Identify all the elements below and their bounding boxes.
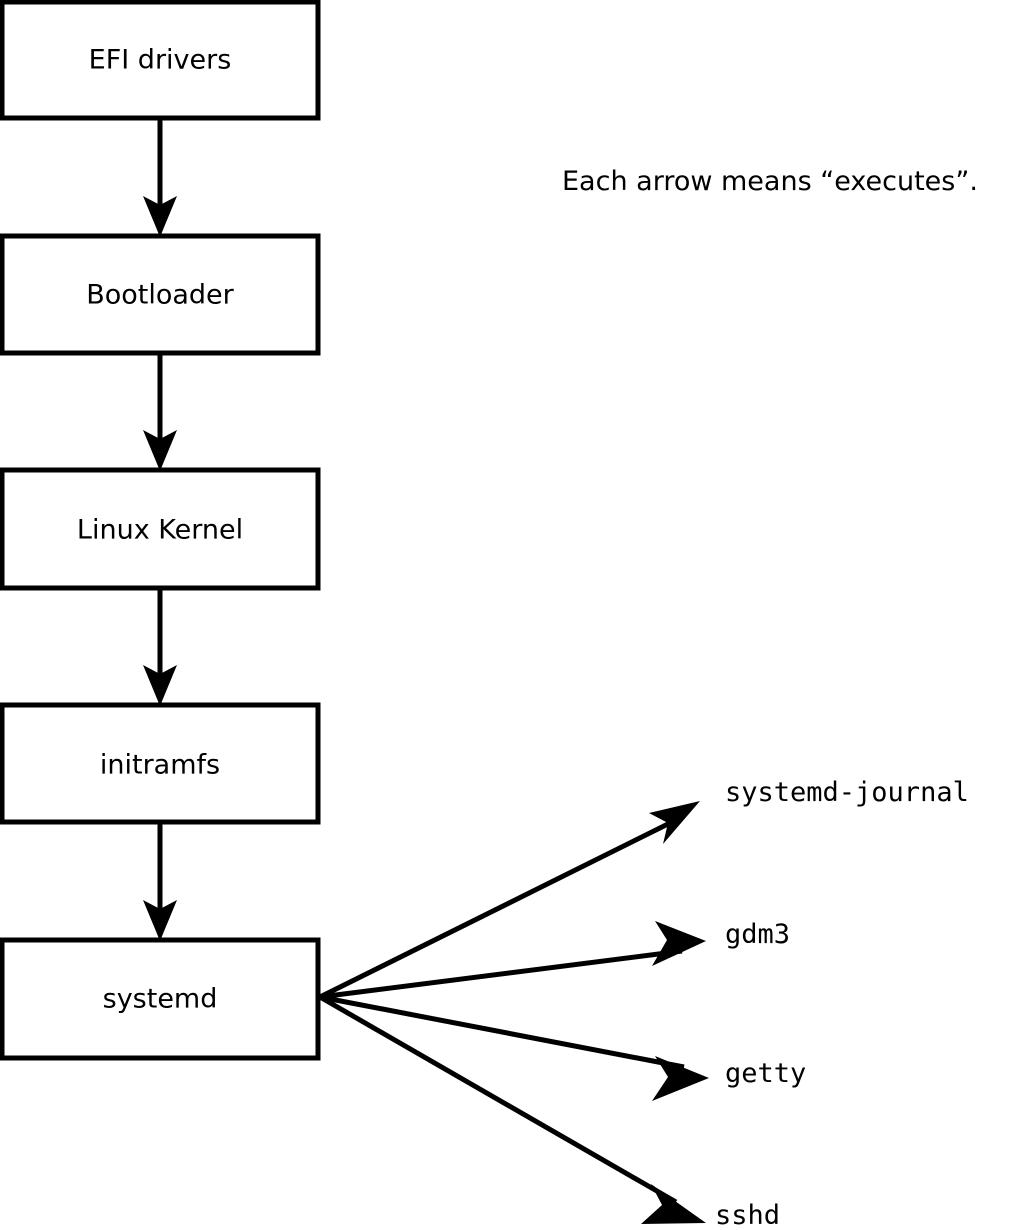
arrow-shaft <box>318 816 680 1000</box>
fan-arrow-sshd <box>318 994 706 1224</box>
box-outline <box>0 467 321 591</box>
box-systemd[interactable]: systemd <box>0 937 321 1061</box>
arrow-head-down-icon <box>143 196 177 237</box>
arrow-head-icon <box>641 1184 706 1224</box>
arrow-head-icon <box>652 921 706 966</box>
arrow-efi-to-bootloader <box>143 118 177 237</box>
arrow-head-down-icon <box>143 900 177 941</box>
box-outline <box>0 937 321 1061</box>
box-label-linux-kernel: Linux Kernel <box>77 515 243 546</box>
box-label-bootloader: Bootloader <box>86 280 234 311</box>
fan-arrow-systemd-journal <box>318 801 700 1000</box>
service-label-gdm3: gdm3 <box>725 919 790 950</box>
arrow-head-icon <box>649 801 700 844</box>
chain-arrow-group <box>143 118 177 941</box>
legend-caption: Each arrow means “executes”. <box>562 166 978 197</box>
fan-arrow-gdm3 <box>319 921 706 1000</box>
box-label-systemd: systemd <box>103 984 218 1015</box>
box-linux-kernel[interactable]: Linux Kernel <box>0 467 321 591</box>
service-label-systemd-journal: systemd-journal <box>725 777 969 808</box>
box-bootloader[interactable]: Bootloader <box>0 233 321 356</box>
fan-arrow-getty <box>319 994 709 1101</box>
box-outline <box>0 0 321 121</box>
service-label-getty: getty <box>725 1058 806 1089</box>
box-label-efi-drivers: EFI drivers <box>89 45 232 76</box>
box-label-initramfs: initramfs <box>100 750 220 781</box>
arrow-bootloader-to-kernel <box>143 353 177 471</box>
arrow-kernel-to-initramfs <box>143 588 177 706</box>
arrow-shaft <box>319 994 685 1070</box>
arrow-head-down-icon <box>143 665 177 706</box>
service-label-sshd: sshd <box>715 1200 780 1230</box>
box-efi-drivers[interactable]: EFI drivers <box>0 0 321 121</box>
arrow-shaft <box>318 994 678 1205</box>
arrow-shaft <box>319 948 683 1000</box>
arrow-head-icon <box>652 1056 709 1101</box>
box-outline <box>0 233 321 356</box>
arrow-head-down-icon <box>143 430 177 471</box>
arrow-initramfs-to-systemd <box>143 822 177 941</box>
service-fanout-group <box>318 801 709 1224</box>
box-outline <box>0 702 321 825</box>
box-initramfs[interactable]: initramfs <box>0 702 321 825</box>
